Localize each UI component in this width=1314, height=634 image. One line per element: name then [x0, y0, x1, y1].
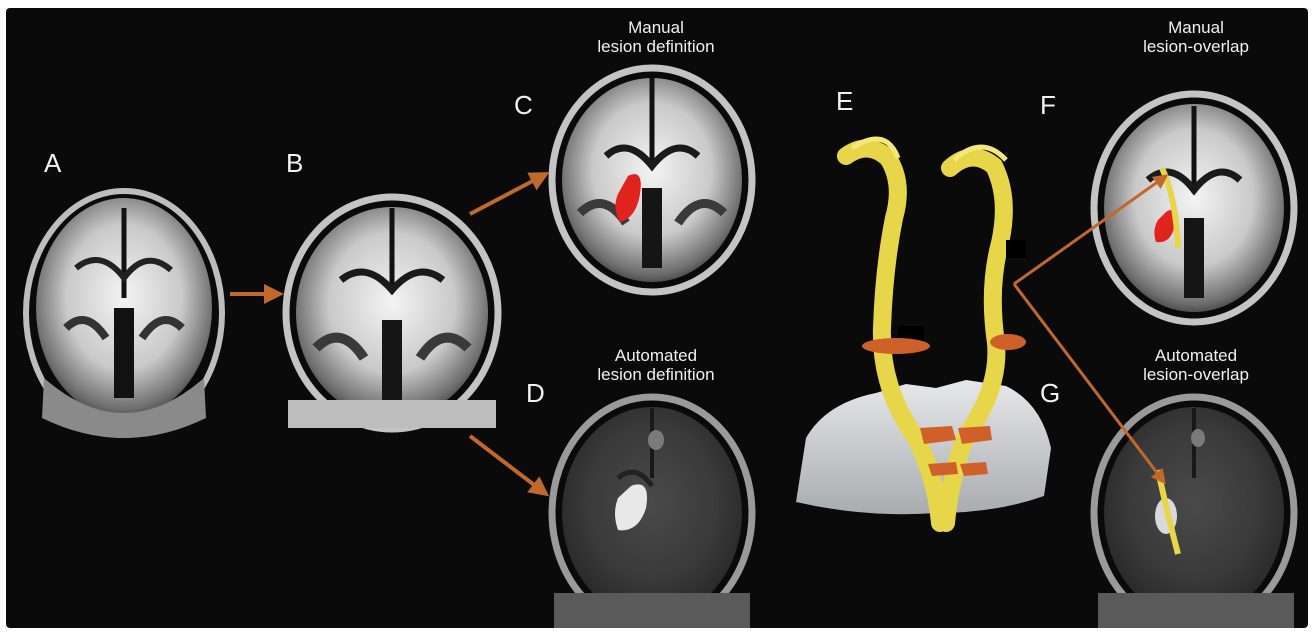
caption-g-line2: lesion-overlap — [1106, 365, 1286, 384]
caption-panel-c: Manual lesion definition — [566, 18, 746, 56]
caption-c-line1: Manual — [566, 18, 746, 37]
panel-e-tractography — [796, 139, 1051, 523]
panel-letter-a: A — [44, 148, 61, 179]
caption-c-line2: lesion definition — [566, 37, 746, 56]
caption-f-line2: lesion-overlap — [1106, 37, 1286, 56]
panel-letter-g: G — [1040, 378, 1060, 409]
panel-b-brain — [286, 197, 498, 429]
arrow-b-to-d — [470, 436, 546, 494]
caption-g-line1: Automated — [1106, 346, 1286, 365]
caption-f-line1: Manual — [1106, 18, 1286, 37]
caption-panel-f: Manual lesion-overlap — [1106, 18, 1286, 56]
caption-d-line1: Automated — [566, 346, 746, 365]
panel-d-brain — [552, 397, 752, 628]
roi-right-lower — [960, 462, 988, 476]
caption-panel-d: Automated lesion definition — [566, 346, 746, 384]
roi-left-lower — [928, 462, 958, 476]
occlusion-block — [1006, 240, 1026, 258]
arrow-b-to-c — [470, 174, 546, 214]
panel-f-brain — [1094, 94, 1294, 322]
figure-canvas: A B C D E F G Manual lesion definition A… — [6, 8, 1308, 628]
panel-c-brain — [552, 68, 752, 292]
roi-left-upper — [862, 338, 930, 354]
panel-letter-d: D — [526, 378, 545, 409]
panel-letter-f: F — [1040, 90, 1056, 121]
panel-a-brain — [26, 191, 222, 438]
caption-d-line2: lesion definition — [566, 365, 746, 384]
figure-graphics — [6, 8, 1308, 628]
panel-letter-c: C — [514, 90, 533, 121]
panel-letter-b: B — [286, 148, 303, 179]
caption-panel-g: Automated lesion-overlap — [1106, 346, 1286, 384]
roi-right-upper — [990, 334, 1026, 350]
panel-letter-e: E — [836, 86, 853, 117]
